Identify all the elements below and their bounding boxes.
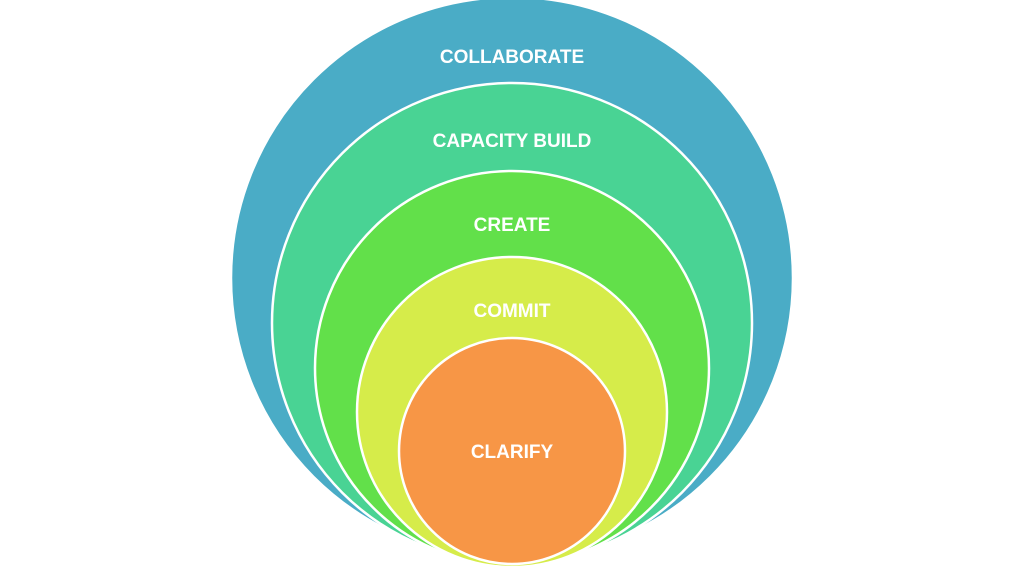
ring-clarify-label: CLARIFY [471,442,554,463]
ring-clarify-circle [397,336,627,566]
ring-commit-label: COMMIT [473,301,550,322]
ring-capacity-build-label: CAPACITY BUILD [433,131,592,152]
ring-clarify: CLARIFY [397,336,627,566]
ring-collaborate-label: COLLABORATE [440,47,584,68]
ring-create-label: CREATE [474,215,551,236]
